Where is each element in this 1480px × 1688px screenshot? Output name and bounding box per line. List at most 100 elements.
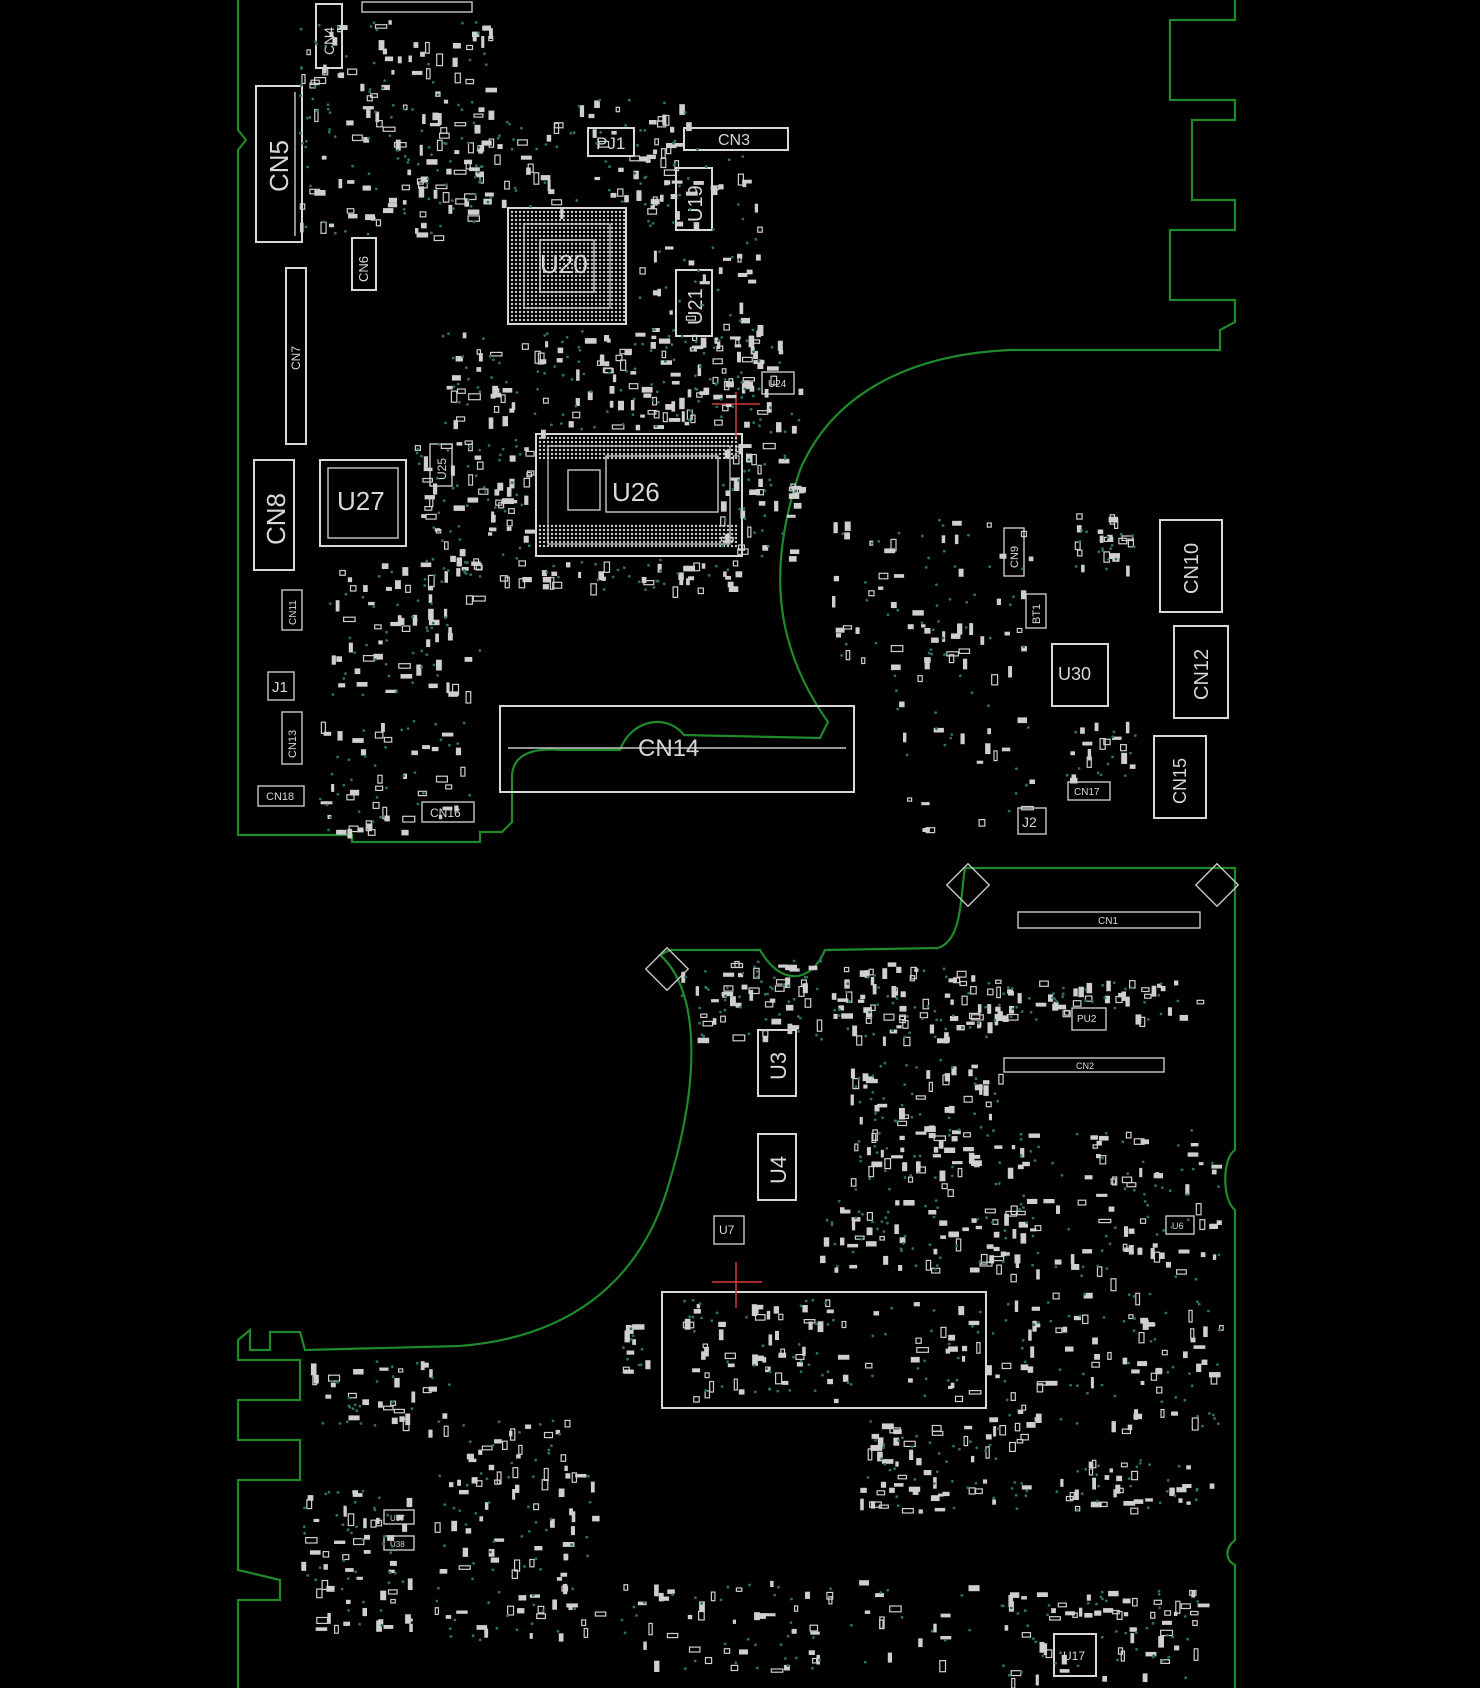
smd-pad bbox=[890, 538, 897, 552]
smd-pad bbox=[971, 1160, 982, 1166]
bga-ball bbox=[710, 452, 714, 456]
via bbox=[866, 1476, 870, 1479]
via bbox=[372, 21, 376, 25]
bga-ball bbox=[578, 544, 582, 548]
via bbox=[871, 1334, 875, 1338]
bga-ball bbox=[518, 262, 522, 266]
bga-ball bbox=[594, 524, 598, 528]
bga-ball bbox=[558, 250, 562, 254]
via bbox=[657, 400, 660, 404]
smd-pad bbox=[440, 443, 453, 450]
bga-ball bbox=[598, 544, 602, 548]
via bbox=[871, 1090, 875, 1094]
bga-ball bbox=[558, 210, 562, 214]
bga-ball bbox=[550, 540, 554, 544]
smd-pad bbox=[534, 1546, 543, 1551]
smd-pad bbox=[508, 508, 515, 515]
via bbox=[361, 1489, 365, 1493]
bga-ball bbox=[610, 306, 614, 310]
via bbox=[550, 423, 553, 427]
via bbox=[792, 997, 796, 1001]
smd-pad bbox=[720, 501, 727, 512]
via bbox=[1021, 1339, 1025, 1342]
via bbox=[561, 413, 565, 416]
smd-pad bbox=[778, 458, 790, 464]
via bbox=[727, 158, 731, 162]
smd-pad bbox=[513, 1559, 521, 1572]
smd-pad bbox=[330, 1382, 336, 1388]
via bbox=[716, 288, 720, 292]
smd-pad bbox=[860, 1487, 867, 1493]
smd-pad bbox=[665, 180, 671, 185]
smd-pad bbox=[1056, 1205, 1060, 1214]
smd-pad bbox=[342, 1554, 350, 1561]
bga-ball bbox=[626, 452, 630, 456]
via bbox=[836, 1264, 839, 1268]
smd-pad bbox=[1016, 627, 1023, 634]
smd-pad bbox=[657, 563, 662, 573]
smd-pad bbox=[476, 367, 482, 372]
u20-chip: U20 bbox=[507, 207, 627, 325]
bga-ball bbox=[510, 246, 514, 250]
via bbox=[411, 615, 414, 619]
smd-pad bbox=[395, 580, 401, 590]
smd-pad bbox=[974, 1084, 983, 1091]
via bbox=[948, 597, 952, 601]
smd-pad bbox=[363, 1550, 371, 1554]
bga-ball bbox=[562, 278, 566, 282]
bga-ball bbox=[538, 318, 542, 322]
bga-ball bbox=[694, 544, 698, 548]
via bbox=[412, 719, 416, 723]
smd-pad bbox=[453, 169, 467, 175]
smd-pad bbox=[387, 1535, 395, 1541]
via bbox=[622, 1346, 625, 1349]
smd-pad bbox=[473, 113, 484, 118]
smd-pad bbox=[671, 180, 683, 184]
bga-ball bbox=[574, 282, 578, 286]
bga-ball bbox=[554, 210, 558, 214]
via bbox=[906, 1015, 909, 1018]
bga-ball bbox=[610, 262, 614, 266]
via bbox=[935, 583, 938, 587]
bga-ball bbox=[610, 250, 614, 254]
via bbox=[436, 674, 439, 677]
bga-ball bbox=[586, 262, 590, 266]
bga-ball bbox=[594, 444, 598, 448]
smd-pad bbox=[305, 1536, 318, 1544]
via bbox=[475, 164, 478, 168]
smd-pad bbox=[650, 205, 655, 210]
bga-ball bbox=[590, 310, 594, 314]
smd-pad bbox=[966, 1021, 975, 1025]
bga-ball bbox=[570, 254, 574, 258]
via bbox=[305, 139, 308, 143]
bga-ball bbox=[574, 278, 578, 282]
bga-ball bbox=[530, 230, 534, 234]
bga-ball bbox=[510, 310, 514, 314]
smd-pad bbox=[348, 213, 358, 219]
smd-pad bbox=[693, 1396, 700, 1403]
bga-ball bbox=[590, 436, 594, 440]
via bbox=[430, 626, 434, 630]
smd-pad bbox=[834, 1267, 839, 1273]
via bbox=[359, 1422, 363, 1425]
smd-pad bbox=[691, 345, 704, 350]
bga-ball bbox=[690, 532, 694, 536]
via bbox=[510, 481, 514, 485]
bga-ball bbox=[594, 536, 598, 540]
smd-pad bbox=[739, 302, 744, 315]
smd-pad bbox=[851, 1221, 856, 1231]
via bbox=[830, 1221, 834, 1224]
bga-ball bbox=[638, 532, 642, 536]
bga-ball bbox=[622, 270, 626, 274]
smd-pad bbox=[506, 519, 513, 527]
via bbox=[345, 1420, 349, 1424]
via bbox=[736, 375, 740, 379]
smd-pad bbox=[940, 1636, 952, 1640]
bga-ball bbox=[678, 444, 682, 448]
smd-pad bbox=[1099, 737, 1106, 750]
via bbox=[1080, 1492, 1084, 1496]
bga-ball bbox=[586, 532, 590, 536]
smd-pad bbox=[1211, 1169, 1217, 1175]
via bbox=[555, 145, 559, 149]
bga-ball bbox=[566, 524, 570, 528]
